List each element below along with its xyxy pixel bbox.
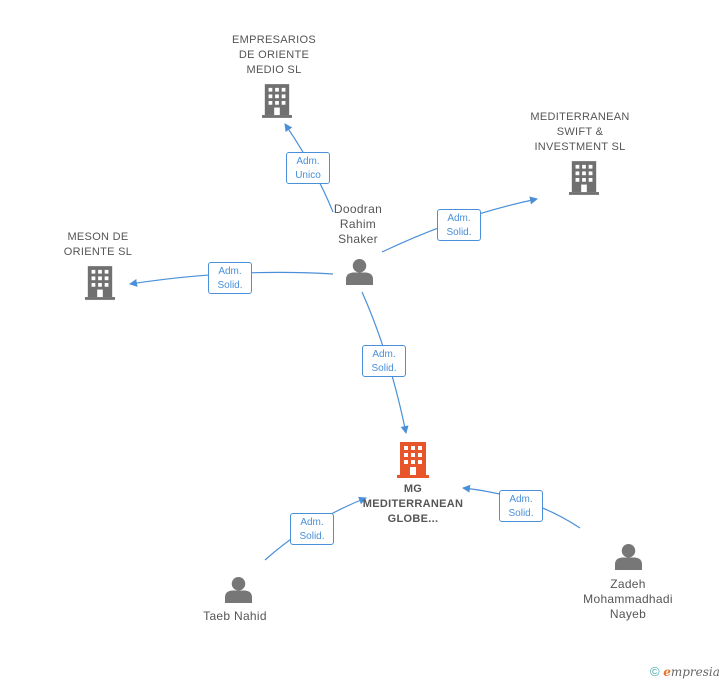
company-label-mediterranean-swift[interactable]: MEDITERRANEAN SWIFT & INVESTMENT SL — [530, 111, 630, 153]
person-label-taeb[interactable]: Taeb Nahid — [203, 609, 267, 623]
building-icon[interactable] — [569, 161, 599, 195]
edge-label-adm-solid: Adm.Solid. — [290, 513, 334, 545]
building-icon[interactable] — [85, 266, 115, 300]
person-label-zadeh[interactable]: Zadeh Mohammadhadi Nayeb — [583, 577, 673, 621]
company-label-mg-globe[interactable]: MG MEDITERRANEAN GLOBE... — [362, 483, 464, 525]
copyright-icon: © — [650, 664, 660, 679]
edge-label-adm-solid: Adm.Solid. — [362, 345, 406, 377]
company-label-meson[interactable]: MESON DE ORIENTE SL — [63, 231, 133, 258]
building-icon[interactable] — [262, 84, 292, 118]
edge-label-adm-unico: Adm.Unico — [286, 152, 330, 184]
company-label-empresarios[interactable]: EMPRESARIOS DE ORIENTE MEDIO SL — [232, 34, 316, 76]
person-label-doodran[interactable]: Doodran Rahim Shaker — [333, 202, 383, 246]
brand-logo: empresia — [663, 665, 720, 679]
person-icon[interactable] — [225, 576, 252, 603]
edge-label-adm-solid: Adm.Solid. — [208, 262, 252, 294]
footer-brand[interactable]: © empresia — [650, 664, 720, 679]
person-icon[interactable] — [615, 543, 642, 570]
building-icon-main[interactable] — [397, 442, 429, 478]
person-icon[interactable] — [346, 258, 373, 285]
edge-label-adm-solid: Adm.Solid. — [437, 209, 481, 241]
edge-label-adm-solid: Adm.Solid. — [499, 490, 543, 522]
